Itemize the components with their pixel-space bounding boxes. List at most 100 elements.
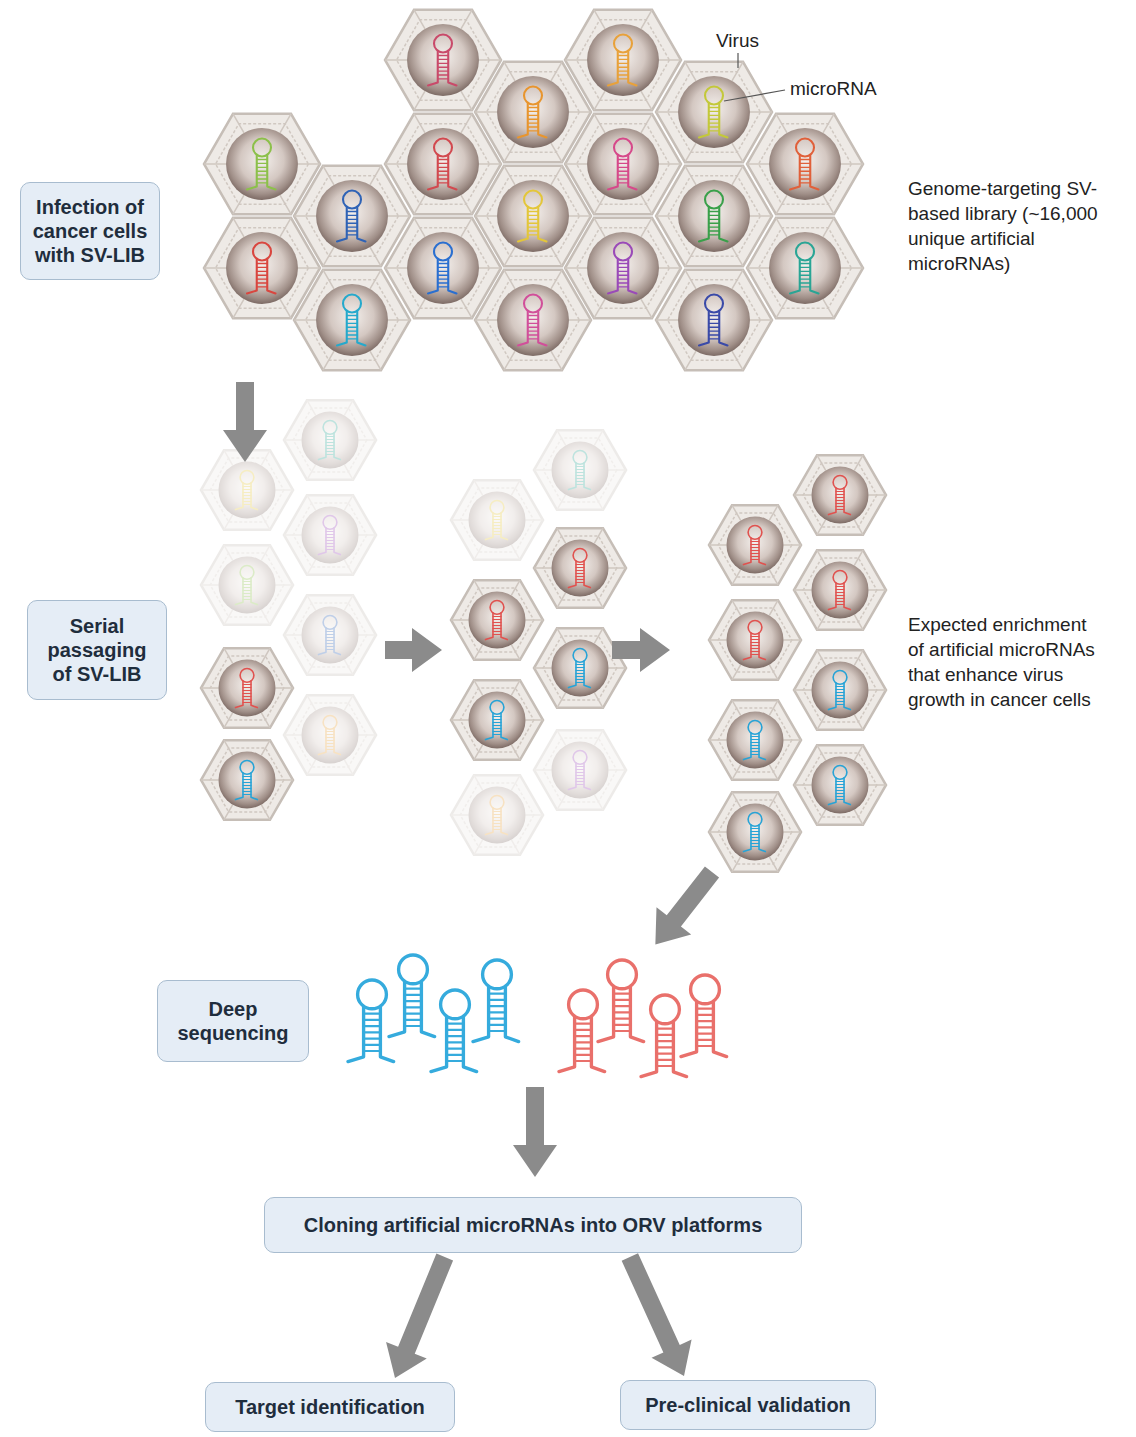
illustration-part (306, 176, 399, 256)
illustration-part (293, 703, 367, 767)
illustration-part (569, 463, 591, 490)
illustration-part (284, 400, 376, 480)
illustration-part (668, 176, 761, 256)
flow-arrow (223, 382, 267, 462)
microrna-hairpin (236, 565, 258, 604)
illustration-part (323, 515, 337, 529)
illustration-part (697, 1009, 714, 1046)
illustration-part (678, 284, 750, 356)
illustration-part (243, 777, 251, 795)
illustration-part (534, 628, 626, 708)
illustration-part (656, 166, 772, 266)
illustration-part (301, 506, 358, 563)
illustration-part (794, 455, 886, 535)
illustration-part (497, 76, 569, 148)
illustration-part (257, 160, 268, 183)
virus-particle (284, 400, 376, 480)
illustration-part (451, 680, 543, 760)
illustration-part (358, 980, 387, 1009)
illustration-part (811, 756, 868, 813)
illustration-part (284, 595, 376, 675)
virus-particle (294, 270, 410, 370)
illustration-part (534, 528, 626, 608)
illustration-part (451, 580, 543, 660)
illustration-part (796, 139, 814, 157)
illustration-part (323, 715, 337, 729)
process-box: Pre-clinical validation (620, 1380, 876, 1430)
microrna-hairpin (829, 570, 851, 609)
microrna-hairpin (744, 525, 766, 564)
illustration-part (518, 207, 547, 242)
microrna-hairpin (744, 720, 766, 759)
illustration-part (794, 650, 886, 730)
illustration-part (243, 487, 251, 505)
flow-arrow (386, 1254, 453, 1378)
microrna-hairpin (486, 795, 508, 834)
illustration-part (468, 691, 525, 748)
virus-particle (284, 695, 376, 775)
microrna-hairpin (428, 139, 457, 190)
illustration-part (705, 191, 723, 209)
illustration-part (614, 243, 632, 261)
illustration-part (573, 548, 587, 562)
microrna-hairpin (431, 990, 477, 1072)
illustration-part (201, 648, 293, 728)
illustration-part (226, 128, 298, 200)
illustration-part (709, 600, 801, 680)
illustration-part (438, 264, 449, 287)
virus-particle (794, 550, 886, 630)
illustration-part (284, 695, 376, 775)
illustration-part (434, 35, 452, 53)
illustration-part (747, 114, 863, 214)
leader-line (737, 53, 738, 68)
microrna-hairpin (518, 295, 547, 346)
illustration-part (748, 525, 762, 539)
virus-particle (201, 450, 293, 530)
illustration-part (236, 483, 258, 510)
microrna-hairpin (699, 295, 728, 346)
illustration-part (709, 792, 801, 872)
virus-particle (475, 270, 591, 370)
illustration-part (524, 191, 542, 209)
illustration-part (811, 661, 868, 718)
illustration-part (489, 994, 506, 1031)
microrna-hairpin (829, 670, 851, 709)
illustration-part (243, 582, 251, 600)
microrna-hairpin (790, 139, 819, 190)
illustration-part (705, 295, 723, 313)
illustration-part (668, 72, 761, 152)
microrna-hairpin (641, 995, 687, 1077)
illustration-part (490, 795, 504, 809)
illustration-part (284, 695, 376, 775)
annotation-text: microRNA (790, 76, 877, 101)
illustration-part (794, 455, 886, 535)
illustration-part (490, 500, 504, 514)
illustration-part (284, 495, 376, 575)
illustration-part (747, 218, 863, 318)
illustration-part (201, 545, 293, 625)
illustration-part (748, 620, 762, 634)
illustration-part (803, 558, 877, 622)
illustration-part (543, 738, 617, 802)
virus-particle (709, 600, 801, 680)
illustration-part (490, 700, 504, 714)
virus-cells (201, 10, 886, 1077)
illustration-part (293, 503, 367, 567)
illustration-part (493, 517, 501, 535)
illustration-part (201, 450, 293, 530)
illustration-part (751, 542, 759, 560)
virus-particle (534, 730, 626, 810)
virus-particle (656, 270, 772, 370)
box-label: Deep sequencing (166, 997, 300, 1045)
virus-particle (534, 528, 626, 608)
illustration-part (618, 160, 629, 183)
flow-arrow (612, 628, 670, 672)
illustration-part (428, 51, 457, 86)
illustration-part (284, 595, 376, 675)
illustration-part (569, 763, 591, 790)
illustration-part (543, 438, 617, 502)
illustration-part (608, 155, 637, 190)
illustration-part (490, 600, 504, 614)
microrna-hairpin (790, 243, 819, 294)
virus-particle (747, 114, 863, 214)
